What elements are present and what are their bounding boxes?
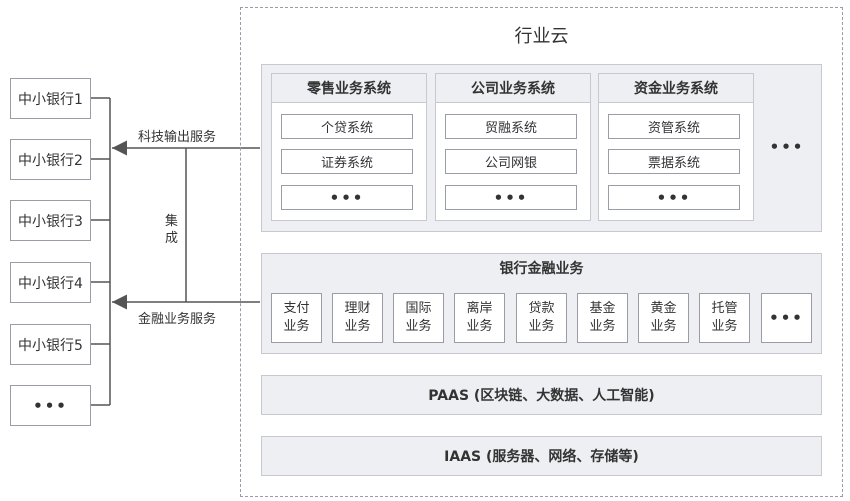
bank-label-1: 中小银行1 bbox=[18, 91, 83, 108]
bank-box-3: 中小银行3 bbox=[10, 200, 91, 241]
system-item: 资管系统 bbox=[608, 114, 740, 139]
bank-box-2: 中小银行2 bbox=[10, 139, 91, 180]
system-item-more: ••• bbox=[281, 185, 413, 210]
finance-item-line1: 基金 bbox=[589, 301, 616, 316]
finance-item: 支付业务 bbox=[271, 293, 322, 343]
bank-box-more: ••• bbox=[10, 385, 91, 426]
industry-cloud-title: 行业云 bbox=[514, 26, 569, 47]
finance-item: 国际业务 bbox=[393, 293, 444, 343]
finance-item: 基金业务 bbox=[577, 293, 628, 343]
paas-layer: PAAS (区块链、大数据、人工智能) bbox=[261, 375, 822, 415]
bank-label-3: 中小银行3 bbox=[18, 213, 83, 230]
system-item: 个贷系统 bbox=[281, 114, 413, 139]
bank-box-1: 中小银行1 bbox=[10, 78, 91, 119]
bank-label-2: 中小银行2 bbox=[18, 152, 83, 169]
system-item: 公司网银 bbox=[445, 149, 577, 174]
finance-item: 贷款业务 bbox=[516, 293, 567, 343]
finance-item-line1: 贷款 bbox=[528, 301, 555, 316]
system-item-more: ••• bbox=[445, 185, 577, 210]
finance-item-line2: 业务 bbox=[405, 319, 432, 334]
finance-item-line1: 离岸 bbox=[466, 301, 493, 316]
finance-item-line2: 业务 bbox=[283, 319, 310, 334]
finance-item: 托管业务 bbox=[699, 293, 750, 343]
finance-item-line2: 业务 bbox=[528, 319, 555, 334]
corporate-system-title: 公司业务系统 bbox=[435, 73, 591, 103]
system-item-more: ••• bbox=[608, 185, 740, 210]
bank-box-4: 中小银行4 bbox=[10, 262, 91, 303]
finance-item-line2: 业务 bbox=[711, 319, 738, 334]
bank-label-5: 中小银行5 bbox=[18, 337, 83, 354]
system-item: 票据系统 bbox=[608, 149, 740, 174]
finance-item: 离岸业务 bbox=[454, 293, 505, 343]
finance-item-line2: 业务 bbox=[589, 319, 616, 334]
integration-label-1: 集 bbox=[165, 214, 179, 229]
finance-item-line1: 托管 bbox=[711, 301, 738, 316]
bank-label-4: 中小银行4 bbox=[18, 275, 83, 292]
finance-item-line2: 业务 bbox=[466, 319, 493, 334]
finance-item-line2: 业务 bbox=[344, 319, 371, 334]
finance-item-line1: 国际 bbox=[405, 301, 432, 316]
finance-item: 理财业务 bbox=[332, 293, 383, 343]
integration-label-2: 成 bbox=[165, 231, 179, 246]
finance-item-line1: 理财 bbox=[344, 301, 371, 316]
finance-item: 黄金业务 bbox=[638, 293, 689, 343]
finance-service-label: 金融业务服务 bbox=[138, 312, 217, 327]
retail-system-title: 零售业务系统 bbox=[271, 73, 427, 103]
industry-cloud-container bbox=[240, 7, 843, 497]
finance-item-more: ••• bbox=[761, 293, 812, 343]
finance-item-line2: 业务 bbox=[650, 319, 677, 334]
iaas-layer: IAAS (服务器、网络、存储等) bbox=[261, 436, 822, 476]
system-item: 贸融系统 bbox=[445, 114, 577, 139]
systems-more: ••• bbox=[769, 138, 805, 156]
finance-panel-title: 银行金融业务 bbox=[499, 261, 584, 277]
system-item: 证券系统 bbox=[281, 149, 413, 174]
finance-item-line1: 支付 bbox=[283, 301, 310, 316]
bank-box-5: 中小银行5 bbox=[10, 324, 91, 365]
finance-item-line1: 黄金 bbox=[650, 301, 677, 316]
treasury-system-title: 资金业务系统 bbox=[598, 73, 754, 103]
tech-output-label: 科技输出服务 bbox=[138, 130, 217, 145]
bank-more-label: ••• bbox=[33, 396, 68, 415]
